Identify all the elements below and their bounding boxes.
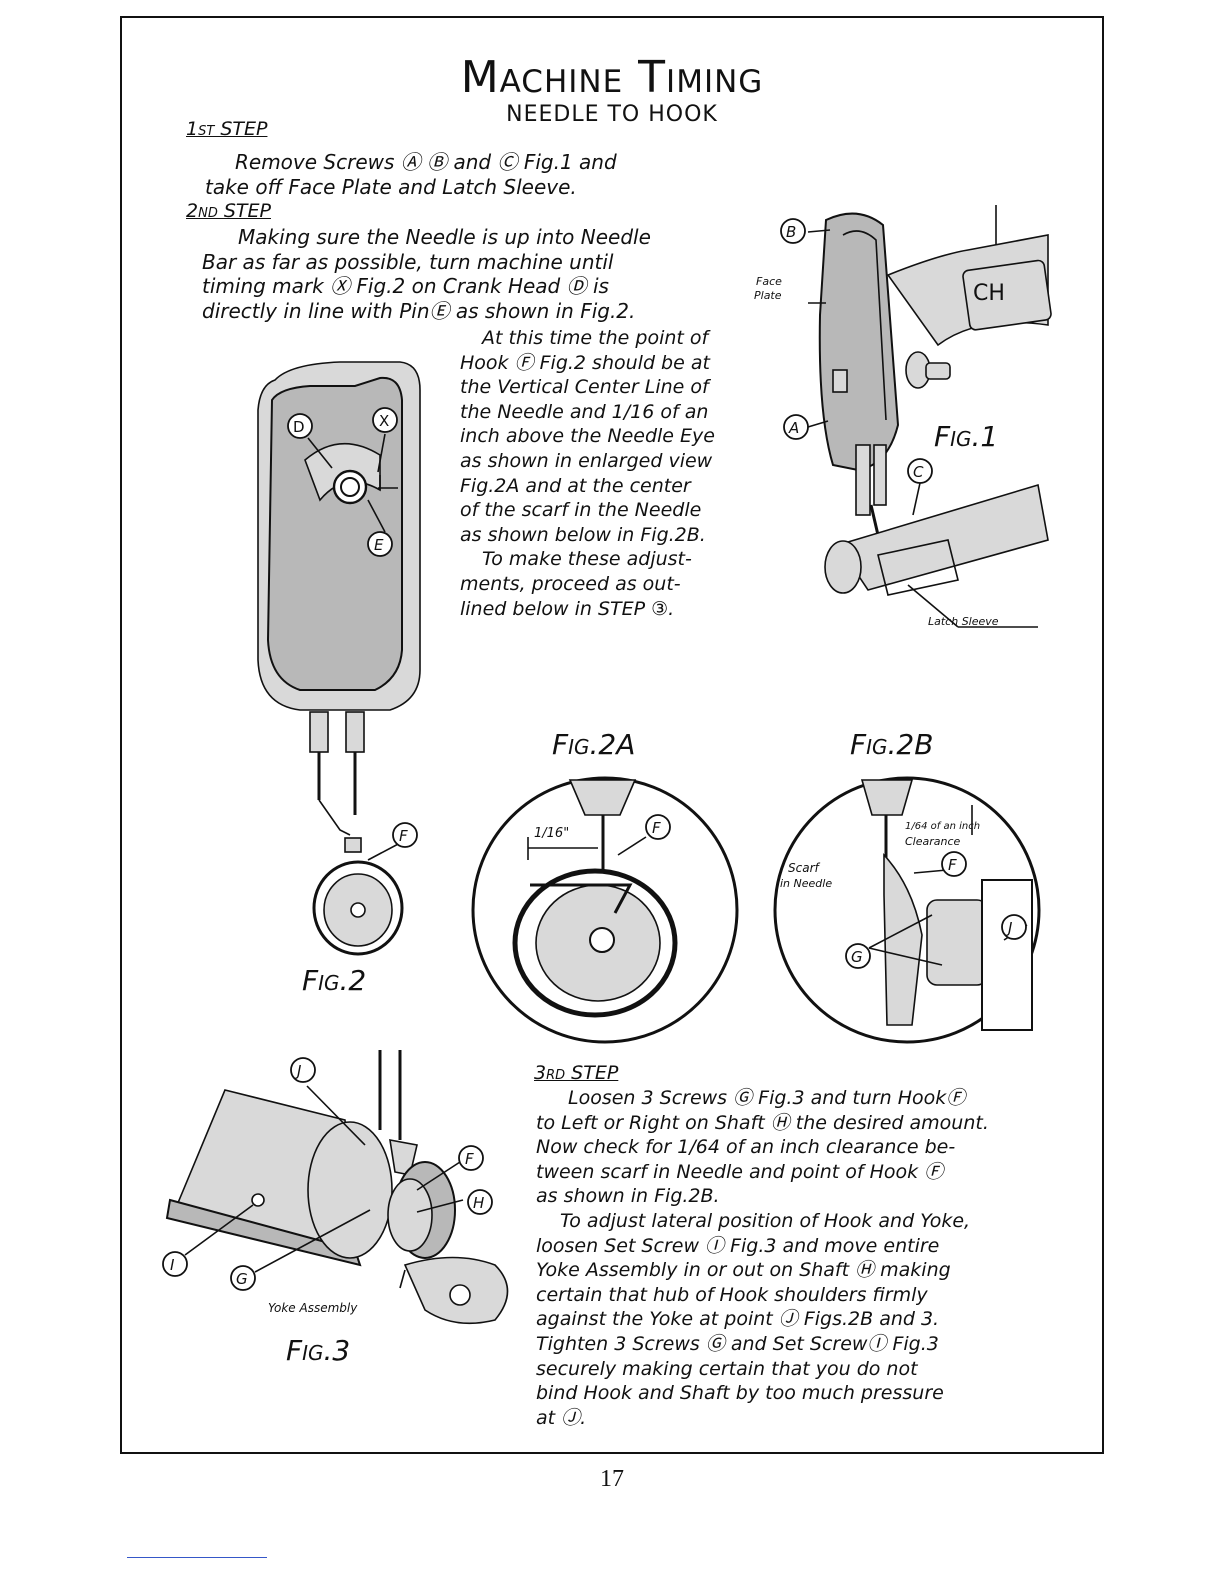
fig1-callout-c: C bbox=[913, 463, 924, 481]
fig2b-illustration: 1/64 of an inch Clearance Scarf in Needl… bbox=[773, 776, 1041, 1044]
step3-line: tween scarf in Needle and point of Hook … bbox=[536, 1160, 944, 1183]
fig1-brand: CH bbox=[973, 281, 1005, 306]
fig3-callout-i: I bbox=[170, 1256, 175, 1274]
fig1-label-latch-sleeve: Latch Sleeve bbox=[928, 615, 999, 628]
step2-text: Making sure the Needle is up into Needle… bbox=[202, 225, 651, 323]
step2-line: timing mark Ⓧ Fig.2 on Crank Head Ⓓ is bbox=[202, 274, 609, 299]
step1-line: take off Face Plate and Latch Sleeve. bbox=[205, 174, 577, 199]
step2-heading: 2nd STEP bbox=[186, 200, 271, 222]
page-title: Machine Timing bbox=[460, 52, 764, 103]
fig1-label-face: Face bbox=[756, 275, 782, 288]
step3-heading: 3rd STEP bbox=[534, 1062, 619, 1084]
step3-line: To adjust lateral position of Hook and Y… bbox=[560, 1209, 971, 1232]
fig3-callout-h: H bbox=[473, 1194, 484, 1212]
fig2b-clearance-line1: 1/64 of an inch bbox=[905, 821, 980, 832]
fig2b-callout-g: G bbox=[851, 948, 863, 966]
fig2-callout-f: F bbox=[399, 827, 408, 845]
step2-line: as shown in enlarged view bbox=[460, 449, 713, 472]
step2-line: Bar as far as possible, turn machine unt… bbox=[202, 249, 614, 274]
fig2a-dimension: 1/16" bbox=[534, 826, 569, 841]
page-border bbox=[120, 16, 1104, 1454]
fig3-label-yoke: Yoke Assembly bbox=[268, 1301, 358, 1315]
fig2b-caption: Fig.2B bbox=[850, 728, 934, 761]
step3-line: to Left or Right on Shaft Ⓗ the desired … bbox=[536, 1111, 989, 1134]
step3-line: at Ⓙ. bbox=[536, 1406, 587, 1429]
fig2a-callout-f: F bbox=[652, 819, 661, 837]
step2-line: At this time the point of bbox=[482, 327, 709, 349]
step2-line: as shown below in Fig.2B. bbox=[460, 523, 706, 546]
fig2-illustration: D X E F bbox=[257, 361, 421, 956]
step2-line: Fig.2A and at the center bbox=[460, 474, 691, 497]
fig2a-caption: Fig.2A bbox=[552, 728, 636, 761]
fig3-illustration: J F H I G Yoke Assembly bbox=[162, 1050, 509, 1325]
step2-line: To make these adjust- bbox=[482, 548, 692, 571]
step2-line: Making sure the Needle is up into Needle bbox=[238, 225, 651, 249]
step3-line: certain that hub of Hook shoulders firml… bbox=[536, 1283, 928, 1306]
fig1-callout-b: B bbox=[786, 223, 796, 241]
fig2b-scarf-line2: in Needle bbox=[780, 877, 832, 890]
step1-text: Remove Screws Ⓐ Ⓑ and Ⓒ Fig.1 and take o… bbox=[205, 150, 617, 199]
step2-text-column: At this time the point of Hook Ⓕ Fig.2 s… bbox=[460, 326, 715, 621]
step3-line: loosen Set Screw Ⓘ Fig.3 and move entire bbox=[536, 1234, 940, 1257]
step2-line: the Vertical Center Line of bbox=[460, 376, 709, 399]
step2-line: ments, proceed as out- bbox=[460, 572, 681, 595]
footer-rule bbox=[127, 1557, 267, 1558]
step3-line: Tighten 3 Screws Ⓖ and Set ScrewⒾ Fig.3 bbox=[536, 1332, 939, 1355]
fig1-callout-a: A bbox=[788, 419, 799, 437]
step2-line: lined below in STEP ③. bbox=[460, 597, 675, 620]
fig2-callout-e: E bbox=[374, 536, 384, 554]
fig2b-callout-j: J bbox=[1005, 919, 1012, 937]
fig1-label-plate: Plate bbox=[754, 289, 782, 302]
step2-line: the Needle and 1/16 of an bbox=[460, 400, 709, 423]
fig2a-illustration: 1/16" F bbox=[471, 776, 739, 1044]
fig1-illustration: B A C Face Plate CH Latch Sleeve bbox=[754, 205, 1052, 628]
step3-line: as shown in Fig.2B. bbox=[536, 1185, 720, 1208]
step2-line: of the scarf in the Needle bbox=[460, 499, 702, 522]
page-subtitle: NEEDLE TO HOOK bbox=[506, 102, 718, 127]
step2-line: Hook Ⓕ Fig.2 should be at bbox=[460, 351, 710, 374]
step1-heading: 1st STEP bbox=[186, 118, 268, 140]
fig3-caption: Fig.3 bbox=[286, 1334, 351, 1367]
fig1-caption: Fig.1 bbox=[934, 420, 999, 453]
fig2-caption: Fig.2 bbox=[302, 964, 367, 997]
step3-line: Now check for 1/64 of an inch clearance … bbox=[536, 1136, 956, 1159]
fig2-callout-x: X bbox=[379, 412, 389, 430]
fig3-callout-j: J bbox=[294, 1062, 301, 1080]
fig2b-clearance-line2: Clearance bbox=[905, 835, 961, 848]
step1-line: Remove Screws Ⓐ Ⓑ and Ⓒ Fig.1 and bbox=[235, 150, 617, 174]
step3-text: Loosen 3 Screws Ⓖ Fig.3 and turn HookⒻ t… bbox=[536, 1086, 989, 1430]
fig2-callout-d: D bbox=[293, 418, 305, 436]
step2-line: inch above the Needle Eye bbox=[460, 425, 715, 448]
fig2b-callout-f: F bbox=[948, 856, 957, 874]
step2-line: directly in line with PinⒺ as shown in F… bbox=[202, 298, 636, 323]
step3-line: bind Hook and Shaft by too much pressure bbox=[536, 1382, 944, 1405]
page-number: 17 bbox=[600, 1466, 624, 1492]
fig3-callout-f: F bbox=[465, 1150, 474, 1168]
step3-line: securely making certain that you do not bbox=[536, 1357, 918, 1380]
step3-line: Loosen 3 Screws Ⓖ Fig.3 and turn HookⒻ bbox=[568, 1087, 966, 1109]
fig3-callout-g: G bbox=[236, 1270, 248, 1288]
step3-line: Yoke Assembly in or out on Shaft Ⓗ makin… bbox=[536, 1259, 951, 1282]
fig2b-scarf-line1: Scarf bbox=[788, 861, 821, 875]
step3-line: against the Yoke at point Ⓙ Figs.2B and … bbox=[536, 1308, 940, 1331]
